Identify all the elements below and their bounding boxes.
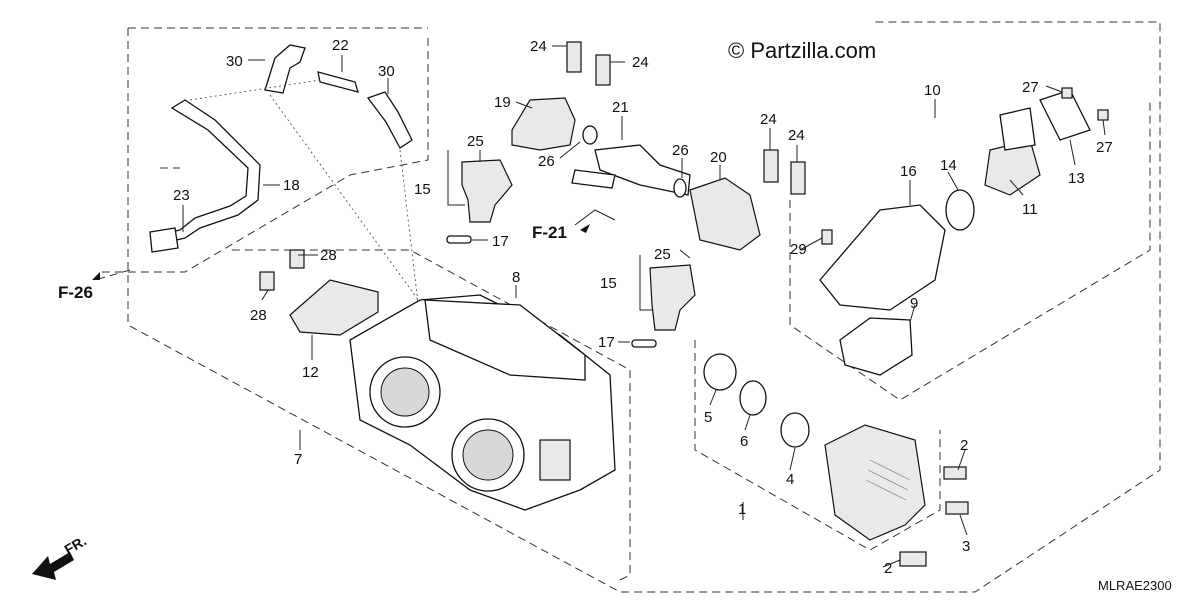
valve-housing-16 [819,204,946,311]
callout-20: 20 [710,149,727,166]
callout-8: 8 [512,269,520,286]
callout-12: 12 [302,364,319,381]
reference-f26: F-26 [58,283,93,302]
throttle-sensor-port [539,439,571,481]
control-unit-1 [824,424,926,541]
watermark-text: © Partzilla.com [728,38,876,63]
callout-30-lower: 30 [378,63,395,80]
callout-13: 13 [1068,170,1085,187]
callout-15-upper: 15 [414,181,431,198]
front-direction-indicator: FR. [32,532,89,580]
callout-10: 10 [924,82,941,99]
callout-26-right: 26 [672,142,689,159]
bolt-24-a [566,41,582,73]
callout-21: 21 [612,99,629,116]
hose-18-assembly [149,44,441,331]
callout-17-lower: 17 [598,334,615,351]
gasket-9 [839,317,913,376]
fuel-joint-21 [594,144,691,196]
callout-24-c: 24 [760,111,777,128]
callout-19: 19 [494,94,511,111]
injector-15-lower [649,264,696,331]
callout-6: 6 [740,433,748,450]
o-ring-17-lower [631,339,657,348]
screw-29 [821,229,833,245]
seal-4 [780,412,810,448]
hose-30-lower [366,91,413,149]
fuel-pipe-connector-19 [511,97,576,151]
hose-30-upper [264,44,306,94]
callout-29: 29 [790,241,807,258]
reference-f21: F-21 [532,223,567,242]
hose-18 [151,99,261,246]
o-ring-17-upper [446,235,472,244]
tube-joint-22 [317,71,359,93]
callout-1: 1 [738,501,746,518]
callout-11: 11 [1022,201,1038,218]
leader-lines [182,45,1106,568]
screw-27-a [1061,87,1073,99]
fuel-injection-assembly [446,41,806,348]
bolt-28-b [259,271,275,291]
bolt-24-b [595,54,611,86]
throttle-body-7 [259,249,616,511]
bolt-24-c [763,149,779,183]
bolt-28-a [289,249,305,269]
arrow-f26 [92,272,100,280]
diagram-code: MLRAE2300 [1098,578,1172,593]
valve-connector [999,107,1036,151]
callout-26-left: 26 [538,153,555,170]
arrow-f21 [580,224,590,233]
callout-15-lower: 15 [600,275,617,292]
callout-24-d: 24 [788,127,805,144]
callout-18: 18 [283,177,300,194]
air-valve-assembly [819,87,1109,376]
callout-25-lower: 25 [654,246,671,263]
seal-6 [739,380,767,416]
o-ring-26-left [582,125,598,145]
bolt-3 [945,501,969,515]
callout-24-a: 24 [530,38,547,55]
callout-2-upper: 2 [960,437,968,454]
bolt-2-b [899,551,927,567]
control-unit-assembly [703,353,969,567]
callout-9: 9 [910,295,918,312]
o-ring-14 [945,189,975,231]
throttle-body-manifold-8 [424,299,586,381]
bolt-2-a [943,466,967,480]
outer-dashed-frames [94,21,1161,593]
callout-23: 23 [173,187,190,204]
injector-15-upper [461,159,513,223]
callout-17-upper: 17 [492,233,509,250]
callout-30-upper: 30 [226,53,243,70]
front-arrow-icon [32,552,74,580]
screw-27-b [1097,109,1109,121]
callout-24-b: 24 [632,54,649,71]
callout-27-upper: 27 [1022,79,1039,96]
callout-16: 16 [900,163,917,180]
callout-28-lower: 28 [250,307,267,324]
bracket-12 [289,279,379,336]
front-label: FR. [62,532,90,557]
callout-5: 5 [704,409,712,426]
callout-25-upper: 25 [467,133,484,150]
seal-5 [703,353,737,391]
plate-13 [1039,89,1091,141]
fitting-23 [149,227,179,253]
callout-22: 22 [332,37,349,54]
callout-4: 4 [786,471,794,488]
fuel-pipe-connector-20 [689,177,761,251]
callout-7: 7 [294,451,302,468]
callout-28-upper: 28 [320,247,337,264]
callout-labels: 30 22 30 18 23 24 24 19 21 26 26 20 25 1… [173,37,1113,577]
callout-27-lower: 27 [1096,139,1113,156]
o-ring-26-right [673,178,687,198]
callout-14: 14 [940,157,957,174]
callout-2-lower: 2 [884,560,892,577]
joint-pipe-21b [571,169,616,189]
callout-3: 3 [962,538,970,555]
bolt-24-d [790,161,806,195]
